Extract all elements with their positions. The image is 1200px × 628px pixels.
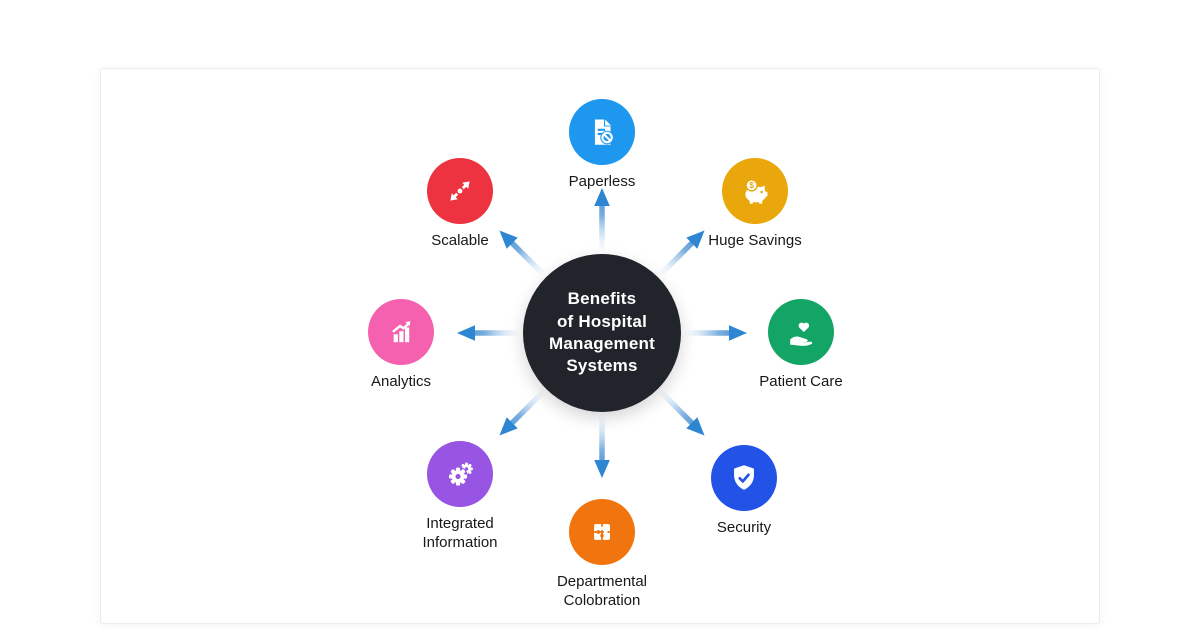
node-paperless: Paperless	[532, 99, 672, 192]
node-label-huge-savings: Huge Savings	[708, 232, 802, 249]
savings-bubble: $	[722, 158, 788, 224]
scalable-bubble	[427, 158, 493, 224]
paperless-bubble	[569, 99, 635, 165]
bar-chart-icon	[392, 321, 411, 343]
gears-icon	[448, 462, 473, 487]
node-label-integrated: Integrated Information	[422, 515, 498, 551]
arrow-to-savings	[658, 230, 705, 277]
shield-check-icon	[734, 465, 754, 490]
node-integrated-information: Integrated Information	[390, 441, 530, 553]
departmental-bubble	[569, 499, 635, 565]
node-label-scalable: Scalable	[431, 232, 489, 249]
arrow-to-security	[658, 389, 705, 436]
arrow-to-analytics	[457, 325, 521, 341]
center-hub: Benefits of Hospital Management Systems	[523, 254, 681, 412]
analytics-bubble	[368, 299, 434, 365]
node-huge-savings: $ Huge Savings	[685, 158, 825, 251]
integrated-bubble	[427, 441, 493, 507]
node-label-patient-care: Patient Care	[759, 373, 843, 390]
node-security: Security	[674, 445, 814, 538]
node-departmental-colobration: Departmental Colobration	[532, 499, 672, 611]
svg-text:$: $	[749, 181, 754, 190]
patient-care-bubble	[768, 299, 834, 365]
center-title: Benefits of Hospital Management Systems	[549, 289, 655, 376]
node-label-paperless: Paperless	[568, 173, 636, 190]
document-blocked-icon	[594, 119, 614, 145]
arrow-to-scalable	[499, 230, 546, 277]
puzzle-icon	[594, 524, 610, 540]
node-label-security: Security	[716, 519, 772, 536]
heart-in-hand-icon	[790, 322, 813, 346]
arrow-to-departmental	[594, 414, 610, 478]
node-patient-care: Patient Care	[731, 299, 871, 392]
security-bubble	[711, 445, 777, 511]
node-label-departmental: Departmental Colobration	[556, 573, 648, 609]
resize-arrows-icon	[450, 181, 470, 201]
radial-arrows	[457, 188, 747, 478]
node-analytics: Analytics	[331, 299, 471, 392]
piggy-bank-icon: $	[745, 179, 768, 204]
arrow-to-paperless	[594, 188, 610, 252]
node-scalable: Scalable	[390, 158, 530, 251]
node-label-analytics: Analytics	[370, 373, 432, 390]
infographic-card: Benefits of Hospital Management Systems …	[100, 68, 1100, 624]
arrow-to-integrated	[499, 389, 546, 436]
arrow-to-patient-care	[683, 325, 747, 341]
